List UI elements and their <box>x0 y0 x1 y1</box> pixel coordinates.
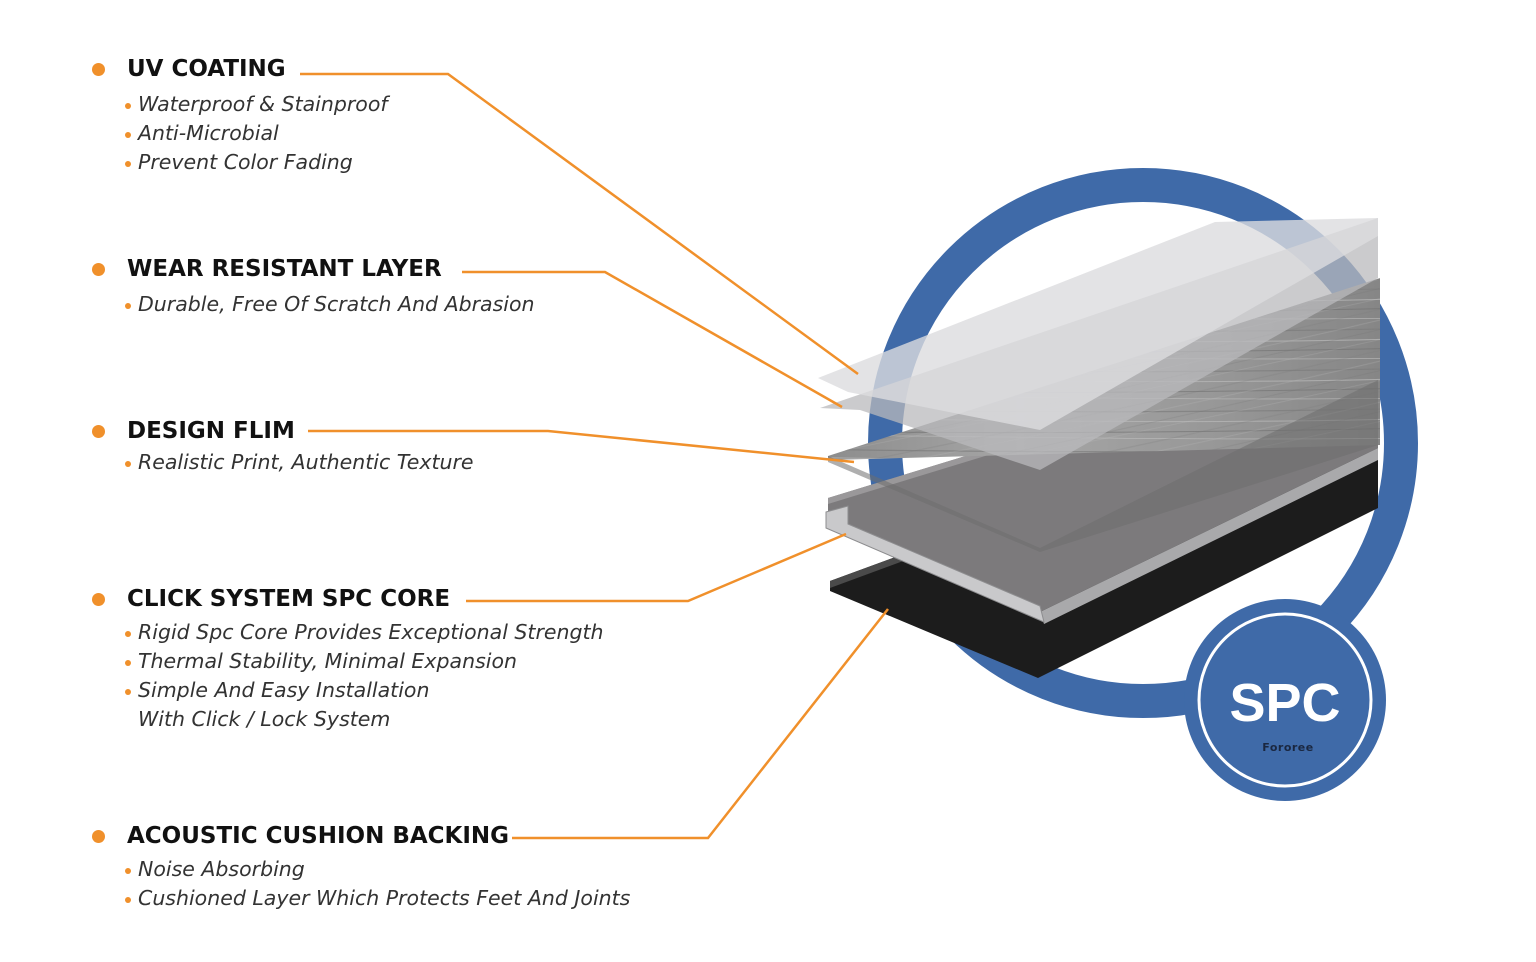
feature-text: Anti-Microbial <box>138 121 279 145</box>
feature-item: Rigid Spc Core Provides Exceptional Stre… <box>124 618 604 647</box>
leader-line-design-film <box>308 429 855 464</box>
bullet-icon <box>92 63 105 76</box>
feature-item: Durable, Free Of Scratch And Abrasion <box>124 290 535 319</box>
feature-item: Realistic Print, Authentic Texture <box>124 448 474 477</box>
feature-text: Durable, Free Of Scratch And Abrasion <box>138 292 535 316</box>
bullet-icon <box>92 263 105 276</box>
bullet-dot-icon <box>125 303 131 309</box>
layer-wear-resistant: WEAR RESISTANT LAYER Durable, Free Of Sc… <box>0 256 760 316</box>
click-tongue <box>825 505 1045 623</box>
uv-coating-layer <box>818 218 1378 430</box>
feature-item: Cushioned Layer Which Protects Feet And … <box>124 884 630 913</box>
design-film-front-edge <box>828 380 1378 552</box>
feature-item-continuation: With Click / Lock System <box>124 705 604 734</box>
feature-item: Waterproof & Stainproof <box>124 90 388 119</box>
bullet-dot-icon <box>125 631 131 637</box>
spc-core-side <box>1040 448 1378 624</box>
feature-text: Rigid Spc Core Provides Exceptional Stre… <box>138 620 604 644</box>
spc-badge-brand: Fororee <box>1262 741 1313 754</box>
feature-item: Prevent Color Fading <box>124 148 388 177</box>
bullet-dot-icon <box>125 689 131 695</box>
feature-item: Anti-Microbial <box>124 119 388 148</box>
spc-badge-inner-ring <box>1197 612 1373 788</box>
spc-badge-label: SPC <box>1229 673 1340 733</box>
layer-title: ACOUSTIC CUSHION BACKING <box>127 823 510 849</box>
layer-title: UV COATING <box>127 56 286 82</box>
leader-line-spc-core <box>466 532 847 603</box>
bullet-icon <box>92 830 105 843</box>
layer-design-film: DESIGN FLIM Realistic Print, Authentic T… <box>0 418 760 474</box>
feature-text: Realistic Print, Authentic Texture <box>138 450 474 474</box>
bullet-dot-icon <box>125 103 131 109</box>
layer-title: WEAR RESISTANT LAYER <box>127 256 442 282</box>
feature-text: Noise Absorbing <box>138 857 305 881</box>
feature-item: Thermal Stability, Minimal Expansion <box>124 647 604 676</box>
bullet-icon <box>92 593 105 606</box>
layer-acoustic-backing: ACOUSTIC CUSHION BACKING Noise Absorbing… <box>0 823 760 910</box>
feature-item: Simple And Easy Installation <box>124 676 604 705</box>
feature-text: Simple And Easy Installation <box>138 678 430 702</box>
bullet-dot-icon <box>125 897 131 903</box>
leader-line-uv-coating <box>300 72 859 376</box>
bullet-dot-icon <box>125 868 131 874</box>
layer-uv-coating: UV COATING Waterproof & Stainproof Anti-… <box>0 56 760 174</box>
spc-badge <box>1184 599 1386 801</box>
feature-text: With Click / Lock System <box>138 707 391 731</box>
bullet-dot-icon <box>125 132 131 138</box>
layer-spc-core: CLICK SYSTEM SPC CORE Rigid Spc Core Pro… <box>0 586 760 731</box>
leader-line-acoustic-backing <box>512 608 889 840</box>
bullet-dot-icon <box>125 461 131 467</box>
leader-line-wear-resistant <box>462 270 843 409</box>
feature-text: Thermal Stability, Minimal Expansion <box>138 649 517 673</box>
layer-title: CLICK SYSTEM SPC CORE <box>127 586 451 612</box>
feature-text: Waterproof & Stainproof <box>138 92 388 116</box>
feature-item: Noise Absorbing <box>124 855 630 884</box>
feature-text: Prevent Color Fading <box>138 150 353 174</box>
layer-title: DESIGN FLIM <box>127 418 295 444</box>
bullet-dot-icon <box>125 161 131 167</box>
bullet-icon <box>92 425 105 438</box>
bullet-dot-icon <box>125 660 131 666</box>
feature-text: Cushioned Layer Which Protects Feet And … <box>138 886 631 910</box>
